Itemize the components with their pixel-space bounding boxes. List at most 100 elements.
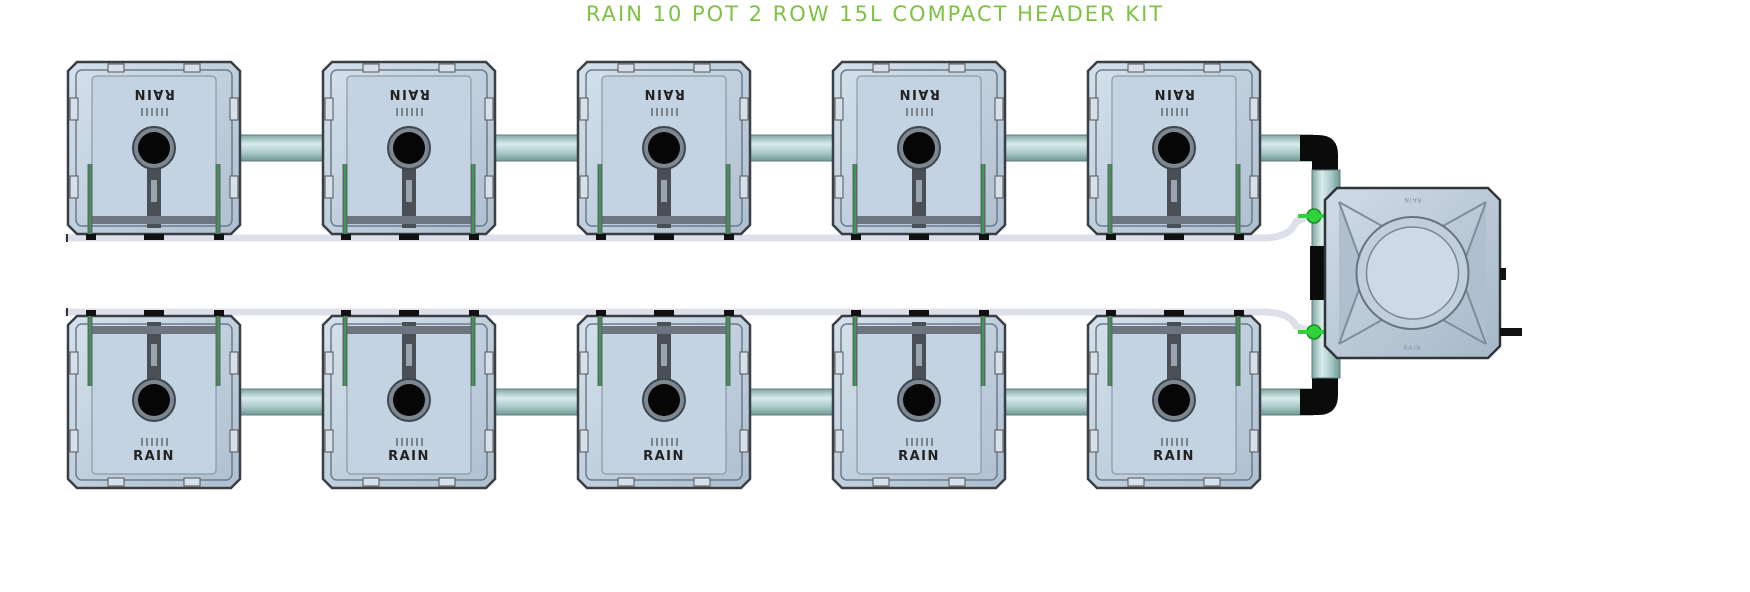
pot-label: RAIN [1153, 86, 1195, 101]
pot-foot [909, 310, 929, 316]
pot-hole [393, 132, 425, 164]
reservoir-lid [1365, 226, 1460, 320]
pot-foot [724, 310, 734, 316]
pot-clip [579, 175, 589, 199]
valve-stem-2 [1298, 330, 1330, 334]
pot-5: RAIN [1086, 60, 1262, 240]
pot-channel-marker [151, 180, 157, 202]
pot-crossbar [602, 216, 726, 224]
pot-foot [851, 234, 861, 240]
pot-clip [1089, 351, 1099, 375]
pot-channel-marker [916, 344, 922, 366]
pot-tab [183, 477, 201, 487]
pot-hole [138, 384, 170, 416]
pot-channel-marker [406, 344, 412, 366]
pot-foot [1164, 310, 1184, 316]
pot-foot [86, 234, 96, 240]
pot-tab [693, 477, 711, 487]
pot-clip [1249, 351, 1259, 375]
pot-clip [994, 97, 1004, 121]
pot-clip [484, 175, 494, 199]
pot-foot [1234, 234, 1244, 240]
pot-foot [979, 310, 989, 316]
pot-foot [851, 310, 861, 316]
pot-hole [903, 384, 935, 416]
pot-tab [948, 63, 966, 73]
pot-crossbar [857, 326, 981, 334]
pot-tab [1127, 63, 1145, 73]
pot-crossbar [92, 326, 216, 334]
pot-clip [994, 175, 1004, 199]
pot-foot [144, 310, 164, 316]
pot-foot [469, 310, 479, 316]
pot-clip [69, 97, 79, 121]
pot-clip [229, 429, 239, 453]
pot-clip [994, 351, 1004, 375]
pot-channel-marker [661, 344, 667, 366]
pot-foot [596, 310, 606, 316]
pot-crossbar [857, 216, 981, 224]
reservoir-outlet [1500, 328, 1522, 336]
pot-clip [484, 97, 494, 121]
pot-clip [739, 97, 749, 121]
pot-tab [872, 477, 890, 487]
pot-clip [69, 175, 79, 199]
pot-label: RAIN [898, 86, 940, 101]
pot-tab [1127, 477, 1145, 487]
pot-clip [579, 351, 589, 375]
pot-2: RAIN [321, 60, 497, 240]
pot-foot [214, 234, 224, 240]
pot-foot [341, 234, 351, 240]
pot-clip [834, 97, 844, 121]
reservoir-port [1500, 268, 1506, 280]
pot-hole [1158, 132, 1190, 164]
pot-tab [438, 477, 456, 487]
pot-clip [994, 429, 1004, 453]
pot-foot [214, 310, 224, 316]
pot-channel-marker [406, 180, 412, 202]
pot-hole [138, 132, 170, 164]
pot-tab [617, 63, 635, 73]
pot-grid: RAIN RAIN RAIN RAIN RAIN RAIN RAIN RAIN RAIN RAIN [66, 60, 1262, 490]
pot-6: RAIN [66, 310, 242, 490]
pot-crossbar [92, 216, 216, 224]
pot-clip [229, 175, 239, 199]
diagram-title: RAIN 10 POT 2 ROW 15L COMPACT HEADER KIT [585, 2, 1165, 26]
pot-clip [834, 351, 844, 375]
pot-crossbar [347, 216, 471, 224]
pot-channel-marker [1171, 180, 1177, 202]
pot-tab [107, 63, 125, 73]
pot-foot [979, 234, 989, 240]
pot-clip [324, 97, 334, 121]
pot-foot [86, 310, 96, 316]
pot-8: RAIN [576, 310, 752, 490]
pot-foot [399, 234, 419, 240]
pot-tab [617, 477, 635, 487]
pot-foot [1106, 234, 1116, 240]
pot-hole [1158, 384, 1190, 416]
pot-clip [229, 97, 239, 121]
pot-foot [724, 234, 734, 240]
pot-label: RAIN [133, 86, 175, 101]
pot-label: RAIN [643, 86, 685, 101]
pot-tab [1203, 477, 1221, 487]
pot-1: RAIN [66, 60, 242, 240]
pot-foot [596, 234, 606, 240]
pot-clip [834, 429, 844, 453]
pot-foot [144, 234, 164, 240]
pot-label: RAIN [1153, 449, 1195, 464]
pot-hole [648, 384, 680, 416]
pot-tab [693, 63, 711, 73]
pot-label: RAIN [643, 449, 685, 464]
pot-4: RAIN [831, 60, 1007, 240]
pot-crossbar [1112, 326, 1236, 334]
pot-channel-marker [661, 180, 667, 202]
pot-10: RAIN [1086, 310, 1262, 490]
pot-label: RAIN [898, 449, 940, 464]
pot-tab [438, 63, 456, 73]
pot-foot [909, 234, 929, 240]
pot-label: RAIN [133, 449, 175, 464]
pot-clip [324, 429, 334, 453]
pot-label: RAIN [388, 449, 430, 464]
pot-clip [579, 97, 589, 121]
